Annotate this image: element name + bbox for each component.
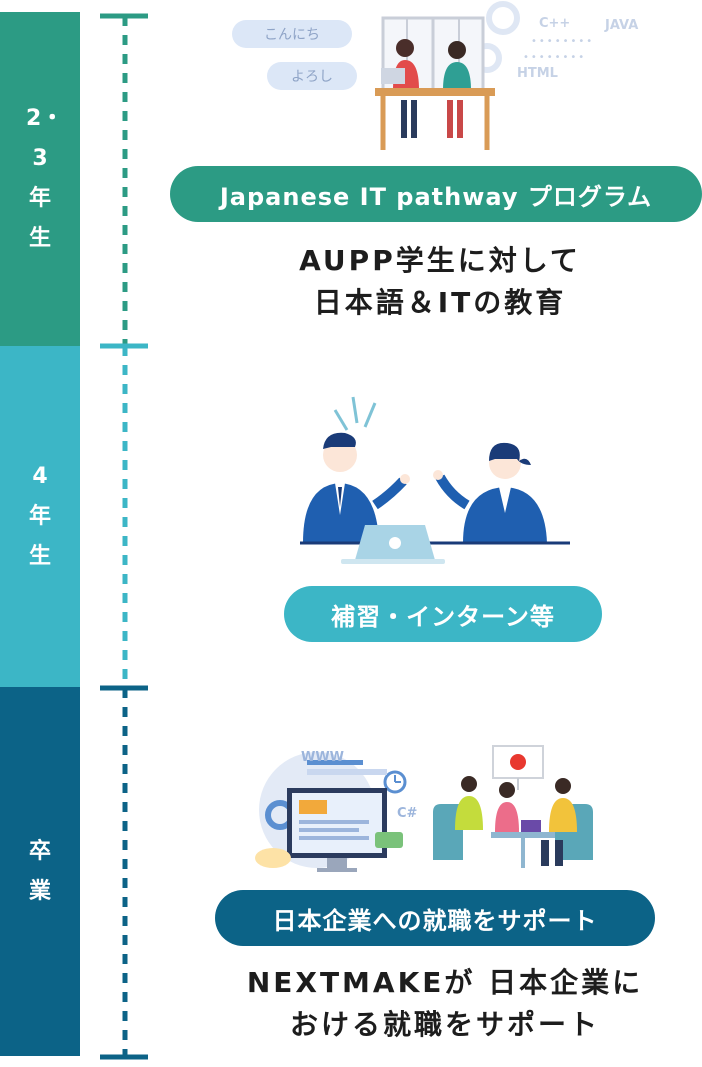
description-line: 日本語＆ITの教育 (313, 286, 567, 319)
code-tag: HTML (517, 66, 558, 81)
clock-icon (383, 770, 407, 794)
chat-icon (375, 832, 403, 848)
study-scene-svg (375, 1, 520, 150)
stage-bar-year-4: 4年生 (0, 346, 80, 687)
speech-bubble: こんにち (232, 20, 352, 48)
meeting-scene-svg (300, 396, 570, 564)
sofa (433, 804, 463, 860)
meeting-table (491, 832, 555, 838)
stage-label: 4年生 (28, 463, 51, 569)
decorative-dots: •••••••• (523, 52, 587, 63)
laptop (381, 68, 405, 84)
gear-icon (486, 1, 520, 35)
employment-support-pill: 日本企業への就職をサポート (215, 890, 655, 946)
supplementary-internship-pill: 補習・インターン等 (284, 586, 602, 642)
stage-bar-graduation: 卒業 (0, 687, 80, 1056)
decorative-dots: •••••••• (531, 36, 595, 47)
stage-label: 卒業 (28, 838, 51, 904)
desk (375, 88, 495, 96)
stage-bar-year-2-3: 2・3年生 (0, 12, 80, 346)
japanese-it-pathway-pill: Japanese IT pathway プログラム (170, 166, 702, 222)
employment-illustration: WWW C# (255, 740, 600, 880)
woman-figure (463, 487, 547, 543)
step1-description: AUPP学生に対して 日本語＆ITの教育 (240, 240, 640, 324)
laptop (521, 820, 541, 832)
code-tag: WWW (301, 750, 345, 765)
employment-scene-svg (255, 745, 593, 872)
description-line: NEXTMAKEが 日本企業に (246, 966, 644, 999)
code-tag: C++ (539, 16, 571, 31)
students-studying-illustration: こんにち よろし C++ JAVA HTML •••••••• •••••••• (225, 0, 660, 160)
man-figure (303, 483, 379, 543)
timeline (100, 13, 148, 1060)
step3-description: NEXTMAKEが 日本企業に おける就職をサポート (195, 962, 695, 1046)
stage-label: 2・3年生 (26, 106, 64, 251)
code-tag: C# (397, 806, 418, 821)
code-tag: JAVA (605, 18, 639, 33)
business-meeting-illustration (295, 385, 575, 575)
speech-bubble: よろし (267, 62, 357, 90)
description-line: おける就職をサポート (289, 1008, 600, 1041)
description-line: AUPP学生に対して (299, 244, 581, 277)
